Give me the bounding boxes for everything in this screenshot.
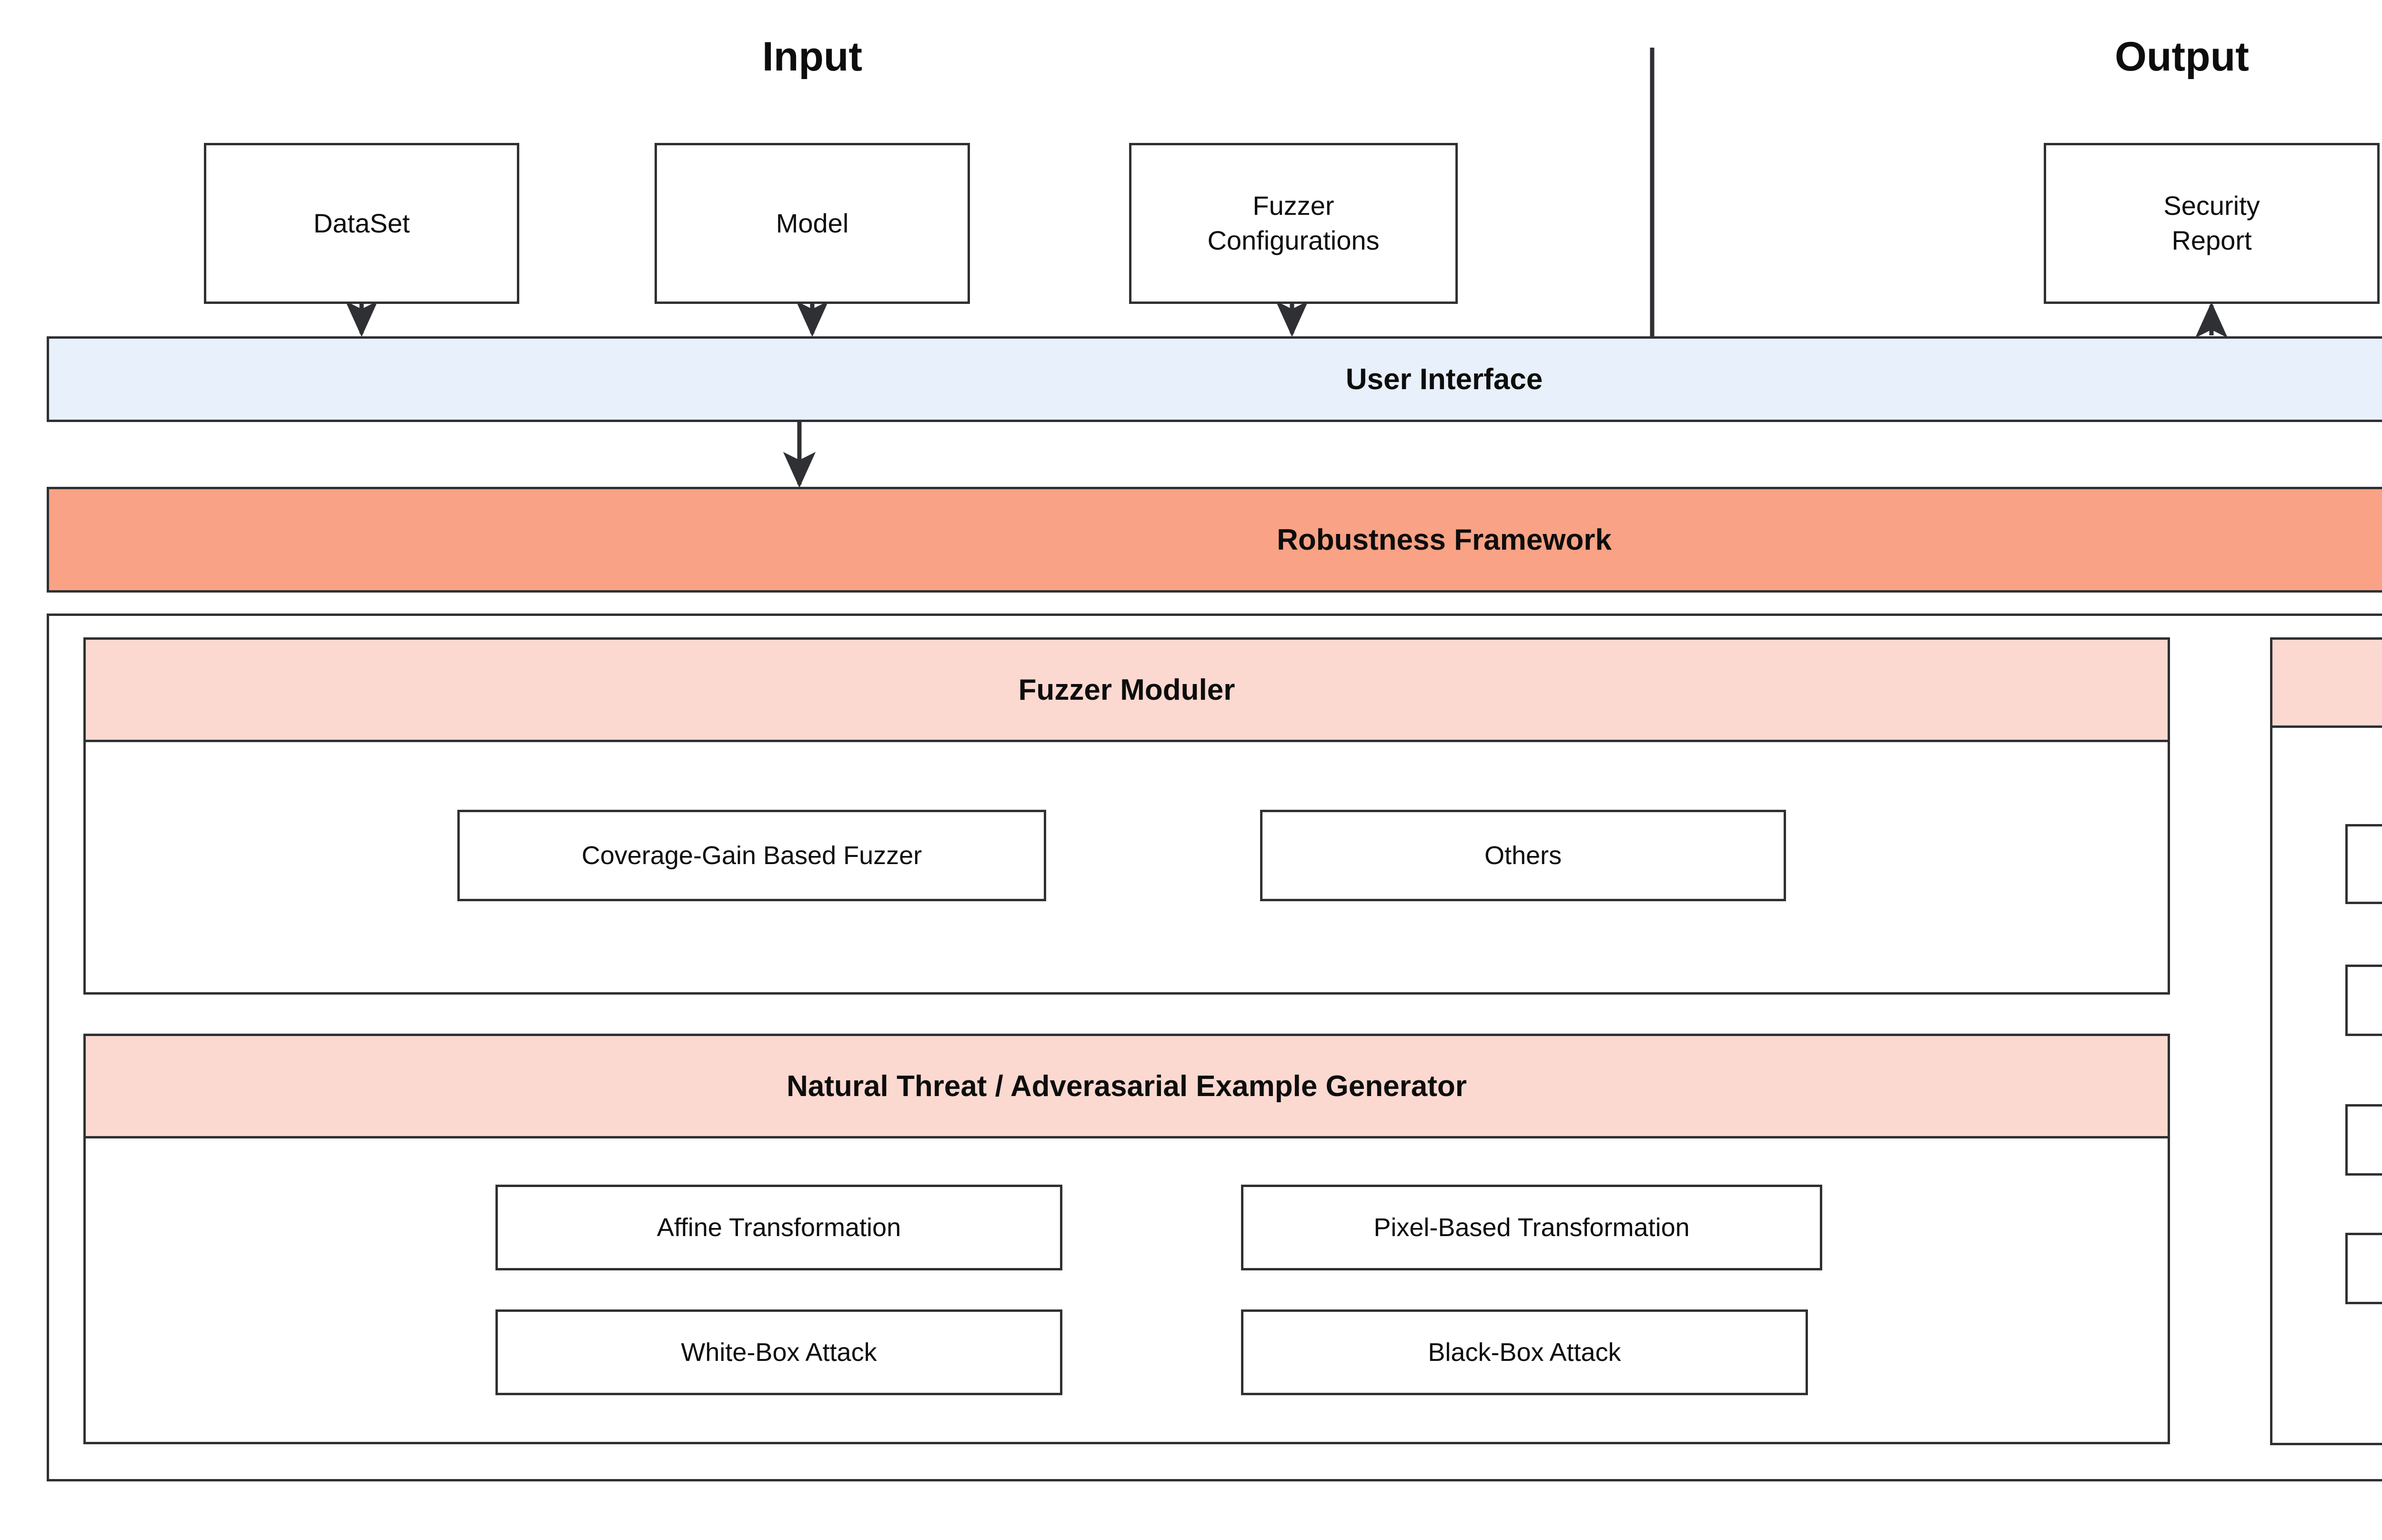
fuzzer-moduler-header: Fuzzer Moduler [83, 637, 2170, 742]
evaluation-item-classification-utility-label: ClassificationUtility [2348, 831, 2382, 897]
generator-item-white-box-attack-label: White-Box Attack [681, 1338, 877, 1367]
generator-item-white-box-attack[interactable]: White-Box Attack [495, 1309, 1062, 1395]
generator-item-affine-transformation[interactable]: Affine Transformation [495, 1185, 1062, 1270]
evaluation-item-others[interactable]: Others [2345, 1233, 2382, 1304]
evaluation-item-classification-utility[interactable]: ClassificationUtility [2345, 824, 2382, 904]
generator-item-black-box-attack[interactable]: Black-Box Attack [1241, 1309, 1808, 1395]
generator-item-pixel-based-transformation-label: Pixel-Based Transformation [1373, 1213, 1690, 1242]
fuzzer-item-coverage-gain-based-fuzzer-label: Coverage-Gain Based Fuzzer [581, 841, 922, 870]
generator-item-black-box-attack-label: Black-Box Attack [1428, 1338, 1621, 1367]
user-interface-band-label: User Interface [1345, 362, 1543, 396]
generator-header: Natural Threat / Adverasarial Example Ge… [83, 1034, 2170, 1138]
generator-header-label: Natural Threat / Adverasarial Example Ge… [787, 1069, 1467, 1103]
evaluation-panel [2270, 637, 2382, 1445]
fuzzer-item-coverage-gain-based-fuzzer[interactable]: Coverage-Gain Based Fuzzer [457, 810, 1046, 901]
user-interface-band[interactable]: User Interface [47, 336, 2382, 422]
generator-item-pixel-based-transformation[interactable]: Pixel-Based Transformation [1241, 1185, 1822, 1270]
evaluation-item-coverage-utility-label: Coverage Utility [2348, 984, 2382, 1017]
robustness-framework-band-label: Robustness Framework [1277, 523, 1612, 556]
evaluation-item-attack-utility-label: Attack Utility [2348, 1123, 2382, 1157]
input-node-model-label: Model [776, 208, 849, 238]
fuzzer-moduler-header-label: Fuzzer Moduler [1018, 673, 1235, 706]
fuzzer-item-others[interactable]: Others [1260, 810, 1786, 901]
input-node-model[interactable]: Model [655, 143, 970, 304]
output-section-title: Output [2115, 34, 2249, 80]
fuzzer-item-others-label: Others [1484, 841, 1562, 870]
evaluation-header: Evaluation [2270, 637, 2382, 728]
generator-item-affine-transformation-label: Affine Transformation [656, 1213, 901, 1242]
robustness-framework-band[interactable]: Robustness Framework [47, 487, 2382, 593]
evaluation-item-attack-utility[interactable]: Attack Utility [2345, 1104, 2382, 1176]
input-node-dataset-label: DataSet [313, 208, 410, 238]
input-section-title: Input [762, 34, 863, 80]
evaluation-item-coverage-utility[interactable]: Coverage Utility [2345, 965, 2382, 1036]
input-node-dataset[interactable]: DataSet [204, 143, 519, 304]
evaluation-item-others-label: Others [2348, 1252, 2382, 1285]
